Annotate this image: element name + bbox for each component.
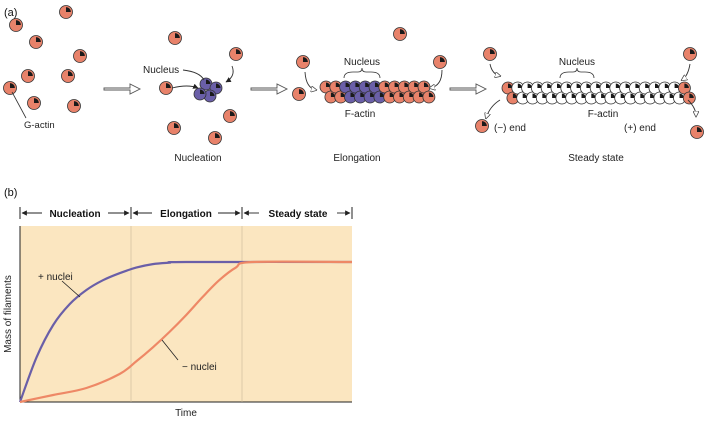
stage-elongation-label: Elongation (333, 153, 380, 164)
stage-steady-label: Steady state (568, 153, 624, 164)
minus-end-label: (−) end (494, 123, 526, 134)
minus-curve-pointer (161, 339, 179, 361)
g-actin-monomer (208, 131, 222, 145)
add-arrow-left-3 (489, 63, 500, 76)
g-actin-monomers (3, 5, 87, 113)
series-minus-nuclei-line (19, 260, 353, 404)
phase-elongation-label: Elongation (160, 209, 212, 220)
loss-arrow-left-3 (486, 99, 501, 118)
stage-arrow-2 (250, 83, 289, 95)
panel-b-label: (b) (4, 187, 17, 199)
g-actin-monomer (3, 81, 17, 95)
filament-monomer (609, 81, 623, 95)
x-axis-label: Time (175, 408, 197, 419)
loss-arrow-right-3 (687, 99, 696, 116)
phase-bar (19, 207, 353, 219)
f-actin-label-stage2: F-actin (345, 109, 376, 120)
plus-end-label: (+) end (624, 123, 656, 134)
g-actin-monomer (61, 69, 75, 83)
nucleus-label-stage3: Nucleus (559, 57, 595, 68)
nucleus-brace-stage2 (343, 67, 381, 79)
nucleus-label-stage2: Nucleus (344, 57, 380, 68)
nucleus-pointer-1 (182, 69, 205, 81)
y-axis-label: Mass of filaments (3, 275, 14, 353)
add-arrow-right-3 (682, 63, 691, 80)
g-actin-monomer (683, 47, 697, 61)
bind-arrow-2 (225, 65, 234, 83)
g-actin-monomer (21, 69, 35, 83)
g-actin-label: G-actin (24, 120, 55, 131)
g-actin-monomer (29, 35, 43, 49)
f-actin-label-stage3: F-actin (588, 109, 619, 120)
g-actin-monomer (159, 81, 173, 95)
g-actin-monomer (27, 96, 41, 110)
g-actin-monomer (433, 55, 447, 69)
g-actin-pointer (11, 91, 27, 119)
g-actin-monomer (168, 31, 182, 45)
filament-monomer (422, 90, 436, 104)
phase-nucleation-label: Nucleation (49, 209, 100, 220)
g-actin-monomer (73, 49, 87, 63)
g-actin-monomer (393, 27, 407, 41)
f-actin-steady (501, 81, 696, 105)
g-actin-monomer (223, 109, 237, 123)
plus-curve-pointer (61, 280, 81, 298)
series-plus-nuclei-line (18, 260, 353, 403)
panel-a-label: (a) (4, 7, 17, 19)
nucleus-brace-stage3 (559, 67, 595, 79)
phase-steady-label: Steady state (269, 209, 328, 220)
g-actin-monomer (229, 47, 243, 61)
g-actin-monomer (167, 121, 181, 135)
add-arrow-left-2 (304, 71, 316, 90)
curve-plus-label: + nuclei (38, 272, 73, 283)
f-actin-elongating (319, 80, 436, 104)
g-actin-monomer (690, 125, 704, 139)
filament-monomer (368, 80, 382, 94)
filament-monomer (673, 91, 686, 105)
filament-monomer (658, 81, 672, 95)
bind-arrow-1 (171, 83, 199, 89)
g-actin-monomers-stage3 (292, 27, 704, 139)
nucleus-monomer (193, 87, 207, 101)
g-actin-monomer (292, 87, 306, 101)
g-actin-monomer (483, 47, 497, 61)
filament-monomer (344, 90, 357, 104)
add-arrow-right-2 (430, 69, 443, 88)
g-actin-monomer (475, 119, 489, 133)
filament-monomer (353, 90, 367, 104)
filament-monomer (682, 91, 696, 105)
g-actin-monomer (9, 18, 23, 32)
g-actin-monomer (67, 99, 81, 113)
stage-arrow-3 (449, 83, 488, 95)
nucleus-label-stage1: Nucleus (143, 65, 179, 76)
g-actin-monomer (296, 55, 310, 69)
curve-minus-label: − nuclei (182, 362, 217, 373)
nucleus-trimer (193, 77, 223, 103)
g-actin-monomer (59, 5, 73, 19)
stage-nucleation-label: Nucleation (174, 153, 221, 164)
filament-monomer (678, 81, 691, 95)
stage-arrow-1 (103, 83, 142, 95)
